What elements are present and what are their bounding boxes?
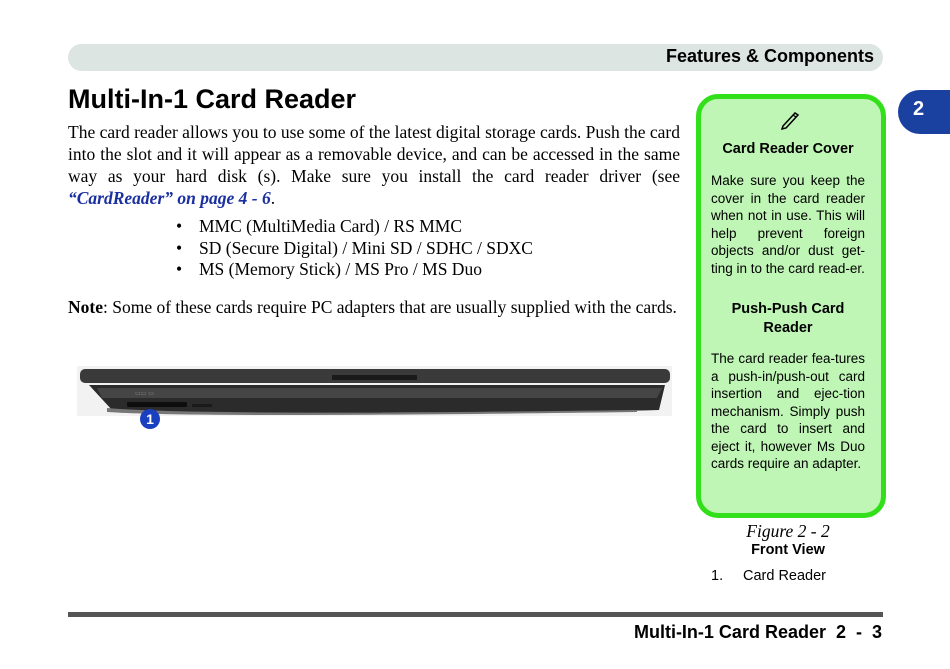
section-title: Features & Components [665,46,874,66]
note-paragraph: Note: Some of these cards require PC ada… [68,296,680,318]
callout-card-reader: 1 [140,409,160,429]
svg-text:▭▭ ▭: ▭▭ ▭ [135,390,154,397]
legend-number: 1. [711,568,724,584]
pencil-icon [778,107,802,131]
sidebar-heading-push: Push-Push Card Reader [731,301,845,336]
list-item: MS (Memory Stick) / MS Pro / MS Duo [176,259,533,281]
chapter-tab [898,90,950,134]
cardreader-link[interactable]: “CardReader” on page 4 - 6 [68,188,271,208]
sidebar-heading-cover: Card Reader Cover [722,141,854,157]
intro-paragraph: The card reader allows you to use some o… [68,121,680,209]
figure-title: Front View [751,542,825,558]
footer-divider [68,612,883,617]
sidebar-note-box [696,94,886,518]
sidebar-text-cover: Make sure you keep the cover in the card… [711,173,865,276]
front-view-photo: ▭▭ ▭ [77,366,672,416]
sidebar-text-push: The card reader fea-tures a push-in/push… [711,351,865,471]
note-label: Note [68,297,103,317]
intro-end: . [270,188,276,208]
footer-page-label: Multi-In-1 Card Reader 2 - 3 [633,622,882,642]
header-bar [68,44,883,71]
figure-legend-item: 1. Card Reader [711,567,826,586]
card-type-list: MMC (MultiMedia Card) / RS MMC SD (Secur… [176,216,533,281]
page-title: Multi-In-1 Card Reader [68,84,357,114]
figure-caption: Figure 2 - 2 [746,521,830,541]
laptop-front-image: ▭▭ ▭ [77,366,672,416]
legend-label: Card Reader [743,568,827,584]
chapter-number: 2 [913,98,925,120]
list-item: SD (Secure Digital) / Mini SD / SDHC / S… [176,238,533,260]
note-text: : Some of these cards require PC adapter… [102,297,677,317]
intro-text: The card reader allows you to use some o… [68,122,680,186]
list-item: MMC (MultiMedia Card) / RS MMC [176,216,533,238]
